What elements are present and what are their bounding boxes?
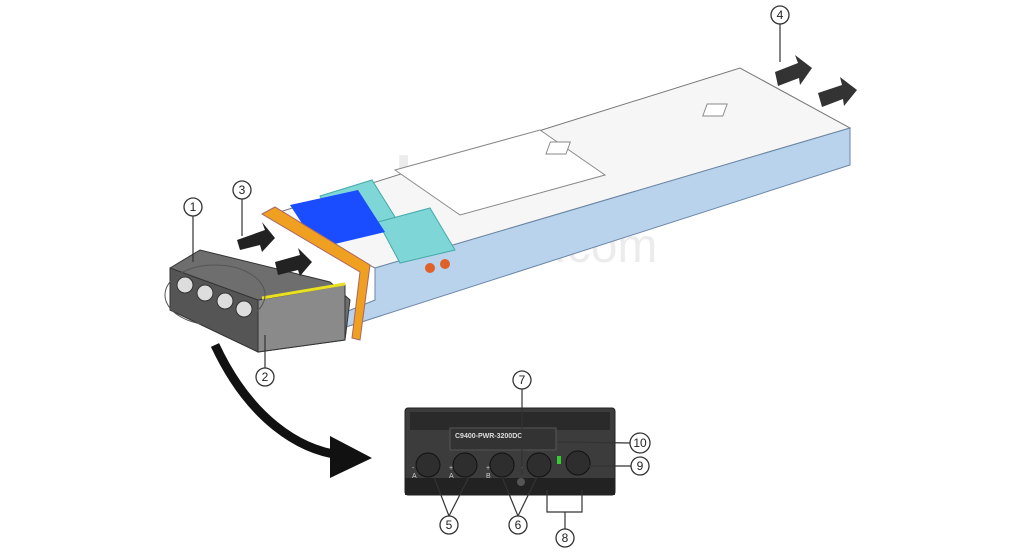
insert-arrow <box>275 248 312 276</box>
callout-4: 4 <box>770 5 790 25</box>
insert-arrow <box>237 222 275 252</box>
svg-text:2: 2 <box>262 370 269 384</box>
faceplate-detail: C9400-PWR-3200DC A A B - + + - <box>404 407 616 496</box>
connector-strip <box>260 206 371 341</box>
callout-3: 3 <box>232 180 252 200</box>
port-label: B <box>486 473 491 480</box>
svg-text:7: 7 <box>519 373 526 387</box>
port-sign: + <box>486 465 490 472</box>
zoom-arrow <box>210 343 341 460</box>
psu-chassis <box>260 67 852 346</box>
leader-lines <box>192 24 781 529</box>
port-label: A <box>449 473 454 480</box>
latch <box>377 207 456 264</box>
faceplate-3d <box>164 222 351 353</box>
svg-text:10: 10 <box>633 436 647 450</box>
callout-8: 8 <box>555 528 575 548</box>
callout-6: 6 <box>508 515 528 535</box>
remove-arrow <box>818 77 857 107</box>
svg-text:8: 8 <box>562 531 569 545</box>
svg-text:6: 6 <box>515 518 522 532</box>
svg-text:5: 5 <box>446 518 453 532</box>
port-sign: + <box>449 465 453 472</box>
port-sign: - <box>412 465 415 472</box>
model-label: C9400-PWR-3200DC <box>455 433 522 440</box>
callout-10: 10 <box>629 432 651 454</box>
port-label: A <box>412 473 417 480</box>
remove-arrow <box>775 55 812 86</box>
svg-text:4: 4 <box>777 8 784 22</box>
status-led <box>557 456 561 464</box>
svg-text:1: 1 <box>190 200 197 214</box>
callout-1: 1 <box>183 197 203 217</box>
callout-7: 7 <box>512 370 532 390</box>
callout-5: 5 <box>439 515 459 535</box>
svg-text:3: 3 <box>239 183 246 197</box>
reset-button <box>517 478 525 486</box>
callout-2: 2 <box>255 367 275 387</box>
svg-text:9: 9 <box>637 459 644 473</box>
callout-9: 9 <box>630 456 650 476</box>
